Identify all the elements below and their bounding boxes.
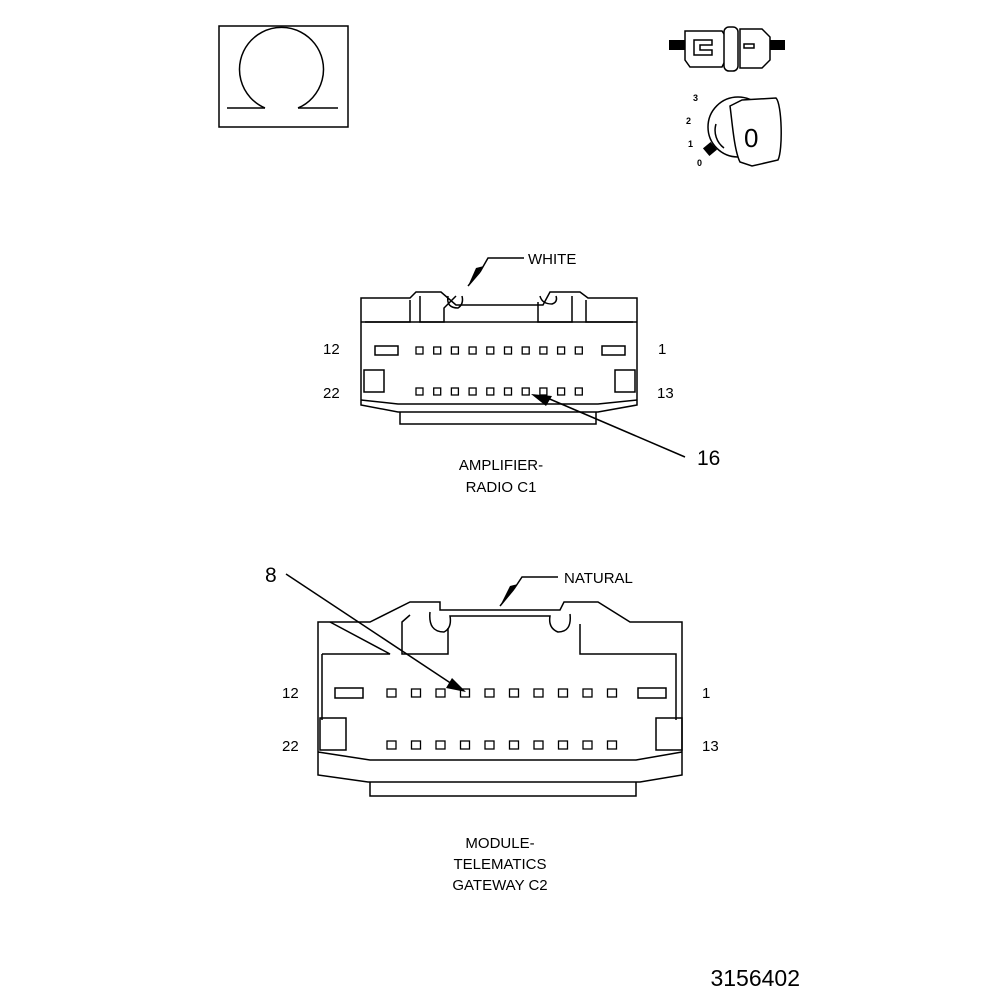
connector-c1: WHITE 12 1 22 13 16 AMPLIFIER- RADIO C1: [323, 251, 720, 496]
connector-c1-top-pin-2: [433, 346, 442, 355]
connector-c2-bottom-pin-1: [386, 740, 397, 750]
connector-c1-pin-label-22: 22: [323, 385, 340, 402]
figure-number: 3156402: [710, 965, 800, 991]
connector-c2-name-line1: MODULE-: [465, 835, 534, 852]
connector-c2-top-pin-3: [435, 688, 446, 698]
connector-c2-pin-label-13: 13: [702, 738, 719, 755]
connector-c2-callout-pin: 8: [265, 564, 277, 587]
connector-c1-bottom-pin-6: [503, 387, 513, 396]
connector-c2-name-line2: TELEMATICS: [453, 856, 546, 873]
connector-c2-top-pin-4: [459, 688, 471, 698]
ignition-position-0: 0: [697, 158, 702, 168]
connector-c2-bottom-pin-10: [606, 740, 618, 750]
connector-c2-color-label: NATURAL: [564, 570, 633, 587]
connector-c2-name-line3: GATEWAY C2: [452, 877, 547, 894]
connector-c1-color-label: WHITE: [528, 251, 576, 268]
connector-c2-body: [317, 601, 683, 797]
ignition-position-1: 1: [688, 139, 693, 149]
connector-c2-bottom-pin-5: [484, 740, 495, 750]
connector-c1-name-line2: RADIO C1: [466, 479, 537, 496]
connector-c1-pin-label-12: 12: [323, 341, 340, 358]
connector-c1-bottom-pin-1: [415, 387, 424, 396]
connector-c2-bottom-pin-6: [508, 740, 520, 750]
connector-c2-bottom-pin-2: [410, 740, 422, 750]
connector-c1-bottom-pin-8: [539, 387, 548, 396]
connector-c1-bottom-pin-9: [556, 387, 566, 396]
connector-c2-pin-label-22: 22: [282, 738, 299, 755]
ignition-key-label: 0: [744, 123, 758, 153]
connector-c1-top-pin-7: [521, 346, 530, 355]
connector-c1-bottom-pin-5: [486, 387, 495, 396]
connector-c2-top-pin-7: [533, 688, 544, 698]
connector-c2: NATURAL 12 1 22 13 8 MODULE- TELEMATICS …: [265, 564, 719, 894]
connector-c1-body: [360, 291, 638, 425]
ignition-key-icon: 3 2 1 0 0: [686, 93, 782, 168]
omega-icon: [218, 25, 349, 128]
connector-c2-bottom-pin-7: [533, 740, 544, 750]
connector-c1-top-pin-1: [415, 346, 424, 355]
connector-c2-top-pin-1: [386, 688, 397, 698]
connector-c1-bottom-pin-3: [450, 387, 460, 396]
connector-c1-top-pin-10: [574, 346, 583, 355]
connector-c2-bottom-pin-3: [435, 740, 446, 750]
connector-c1-callout-pin: 16: [697, 447, 720, 470]
connector-c1-bottom-pin-7: [521, 387, 530, 396]
connector-c2-pin-label-1: 1: [702, 685, 710, 702]
ignition-position-3: 3: [693, 93, 698, 103]
connector-c2-bottom-pin-4: [459, 740, 471, 750]
connector-c1-top-pin-8: [539, 346, 548, 355]
connector-c2-top-pin-6: [508, 688, 520, 698]
connector-c2-bottom-pin-8: [557, 740, 569, 750]
connector-c1-top-pin-4: [468, 346, 477, 355]
connector-c2-top-pin-2: [410, 688, 422, 698]
connector-c1-pin-label-13: 13: [657, 385, 674, 402]
connector-c1-top-pin-3: [450, 346, 460, 355]
connector-c2-top-pin-5: [484, 688, 495, 698]
ignition-position-2: 2: [686, 116, 691, 126]
connector-c1-name-line1: AMPLIFIER-: [459, 457, 543, 474]
connector-c1-top-pin-6: [503, 346, 513, 355]
connector-c2-top-pin-8: [557, 688, 569, 698]
connector-c1-top-pin-5: [486, 346, 495, 355]
connector-c1-pin-label-1: 1: [658, 341, 666, 358]
connector-c2-pin-label-12: 12: [282, 685, 299, 702]
connector-c1-top-pin-9: [556, 346, 566, 355]
connector-c2-top-pin-9: [582, 688, 593, 698]
connector-c1-bottom-pin-4: [468, 387, 477, 396]
connector-c1-bottom-pin-10: [574, 387, 583, 396]
connector-c2-bottom-pin-9: [582, 740, 593, 750]
connector-c1-bottom-pin-2: [433, 387, 442, 396]
connector-c2-top-pin-10: [606, 688, 618, 698]
connector-pair-icon: [669, 26, 785, 72]
